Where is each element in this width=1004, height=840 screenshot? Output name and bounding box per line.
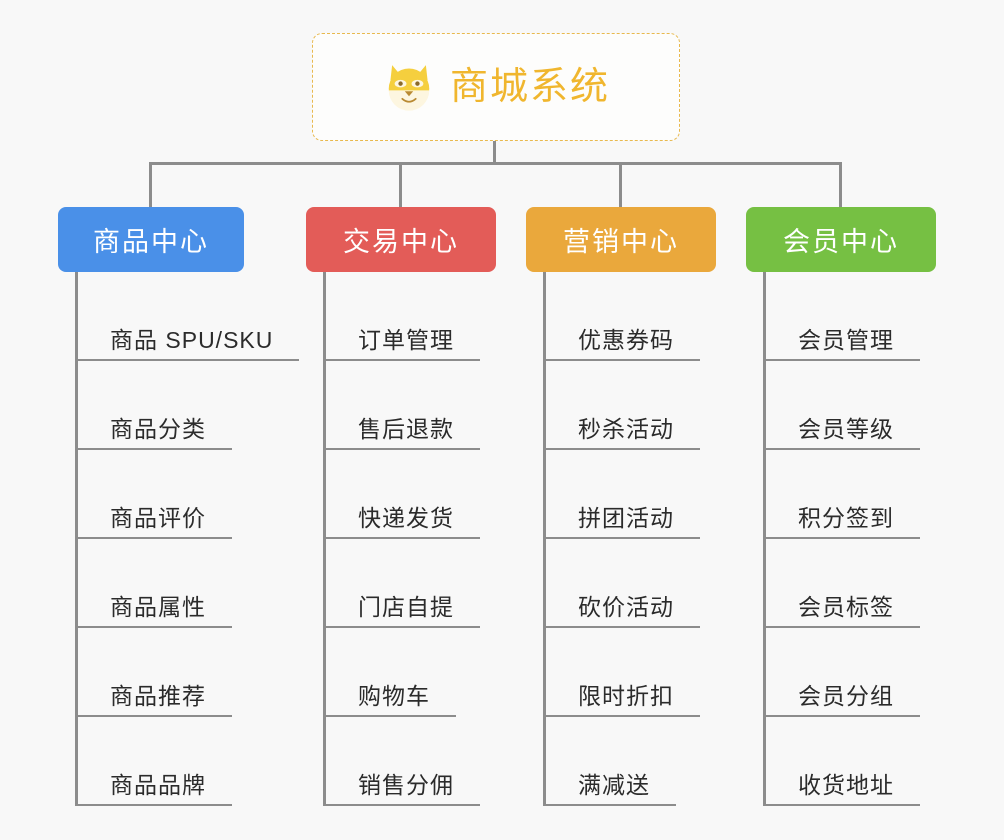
leaf-item[interactable]: 会员管理	[766, 272, 936, 361]
leaf-label: 商品评价	[110, 505, 206, 531]
column-drop-line	[399, 162, 402, 207]
leaf-underline	[546, 359, 700, 361]
leaf-item[interactable]: 销售分佣	[326, 717, 496, 806]
category-column-2: 营销中心 优惠券码 秒杀活动 拼团活动 砍价活动 限时折扣 满减送	[526, 162, 716, 806]
leaf-label: 拼团活动	[578, 505, 674, 531]
leaf-underline	[546, 626, 700, 628]
leaf-label: 订单管理	[358, 327, 454, 353]
category-label: 交易中心	[343, 227, 459, 257]
category-label: 商品中心	[93, 227, 209, 257]
leaf-underline	[766, 804, 920, 806]
leaf-item[interactable]: 收货地址	[766, 717, 936, 806]
leaf-item[interactable]: 会员标签	[766, 539, 936, 628]
leaf-underline	[546, 537, 700, 539]
leaf-label: 积分签到	[798, 505, 894, 531]
leaf-underline	[326, 359, 480, 361]
column-drop-line	[619, 162, 622, 207]
leaf-item[interactable]: 购物车	[326, 628, 496, 717]
leaf-item[interactable]: 秒杀活动	[546, 361, 716, 450]
leaf-item[interactable]: 优惠券码	[546, 272, 716, 361]
leaf-underline	[326, 804, 480, 806]
leaf-list-0: 商品 SPU/SKU 商品分类 商品评价 商品属性 商品推荐 商品品牌	[75, 272, 299, 806]
root-stem-line	[493, 141, 496, 164]
leaf-label: 商品分类	[110, 416, 206, 442]
leaf-item[interactable]: 砍价活动	[546, 539, 716, 628]
leaf-label: 限时折扣	[578, 683, 674, 709]
leaf-item[interactable]: 商品 SPU/SKU	[78, 272, 299, 361]
leaf-underline	[326, 448, 480, 450]
root-title: 商城系统	[449, 66, 610, 108]
leaf-item[interactable]: 订单管理	[326, 272, 496, 361]
leaf-underline	[78, 715, 232, 717]
leaf-underline	[766, 715, 920, 717]
category-column-3: 会员中心 会员管理 会员等级 积分签到 会员标签 会员分组 收货地址	[746, 162, 936, 806]
leaf-label: 快递发货	[358, 505, 454, 531]
leaf-label: 会员等级	[798, 416, 894, 442]
leaf-label: 商品 SPU/SKU	[110, 327, 274, 353]
category-header-1[interactable]: 交易中心	[306, 207, 496, 272]
category-header-2[interactable]: 营销中心	[526, 207, 716, 272]
leaf-underline	[546, 804, 676, 806]
leaf-label: 秒杀活动	[578, 416, 674, 442]
leaf-underline	[78, 626, 232, 628]
leaf-label: 会员标签	[798, 594, 894, 620]
leaf-underline	[766, 448, 920, 450]
leaf-underline	[78, 537, 232, 539]
category-label: 会员中心	[783, 227, 899, 257]
leaf-item[interactable]: 会员等级	[766, 361, 936, 450]
leaf-label: 收货地址	[798, 772, 894, 798]
category-label: 营销中心	[563, 227, 679, 257]
category-column-1: 交易中心 订单管理 售后退款 快递发货 门店自提 购物车 销售分佣	[306, 162, 496, 806]
leaf-item[interactable]: 积分签到	[766, 450, 936, 539]
leaf-label: 购物车	[358, 683, 430, 709]
leaf-label: 商品品牌	[110, 772, 206, 798]
leaf-list-2: 优惠券码 秒杀活动 拼团活动 砍价活动 限时折扣 满减送	[543, 272, 716, 806]
leaf-item[interactable]: 满减送	[546, 717, 716, 806]
leaf-underline	[766, 359, 920, 361]
leaf-underline	[546, 448, 700, 450]
leaf-underline	[326, 626, 480, 628]
category-header-0[interactable]: 商品中心	[58, 207, 244, 272]
leaf-list-1: 订单管理 售后退款 快递发货 门店自提 购物车 销售分佣	[323, 272, 496, 806]
leaf-item[interactable]: 商品分类	[78, 361, 299, 450]
leaf-label: 销售分佣	[358, 772, 454, 798]
leaf-item[interactable]: 商品属性	[78, 539, 299, 628]
leaf-underline	[326, 715, 456, 717]
category-header-3[interactable]: 会员中心	[746, 207, 936, 272]
leaf-item[interactable]: 商品评价	[78, 450, 299, 539]
leaf-underline	[78, 359, 299, 361]
leaf-item[interactable]: 商品推荐	[78, 628, 299, 717]
leaf-underline	[766, 537, 920, 539]
leaf-label: 优惠券码	[578, 327, 674, 353]
leaf-item[interactable]: 限时折扣	[546, 628, 716, 717]
leaf-label: 门店自提	[358, 594, 454, 620]
leaf-item[interactable]: 售后退款	[326, 361, 496, 450]
root-node-mall-system[interactable]: 商城系统	[312, 33, 680, 141]
leaf-label: 售后退款	[358, 416, 454, 442]
leaf-item[interactable]: 快递发货	[326, 450, 496, 539]
horizontal-bus-line	[149, 162, 840, 165]
leaf-list-3: 会员管理 会员等级 积分签到 会员标签 会员分组 收货地址	[763, 272, 936, 806]
leaf-underline	[766, 626, 920, 628]
leaf-label: 会员分组	[798, 683, 894, 709]
leaf-label: 商品属性	[110, 594, 206, 620]
leaf-label: 砍价活动	[578, 594, 674, 620]
column-drop-line	[149, 162, 152, 207]
leaf-underline	[78, 804, 232, 806]
leaf-underline	[78, 448, 232, 450]
category-column-0: 商品中心 商品 SPU/SKU 商品分类 商品评价 商品属性 商品推荐 商品品牌	[58, 162, 299, 806]
leaf-item[interactable]: 门店自提	[326, 539, 496, 628]
leaf-item[interactable]: 商品品牌	[78, 717, 299, 806]
leaf-label: 会员管理	[798, 327, 894, 353]
column-drop-line	[839, 162, 842, 207]
leaf-label: 商品推荐	[110, 683, 206, 709]
leaf-underline	[326, 537, 480, 539]
leaf-item[interactable]: 拼团活动	[546, 450, 716, 539]
leaf-label: 满减送	[578, 772, 650, 798]
leaf-underline	[546, 715, 700, 717]
dog-face-icon	[388, 65, 430, 111]
leaf-item[interactable]: 会员分组	[766, 628, 936, 717]
